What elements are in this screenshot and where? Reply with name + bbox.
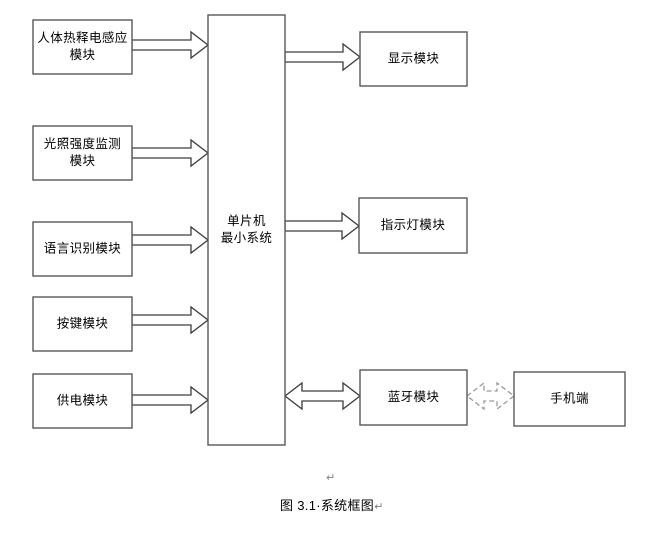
block-indicator-light-module[interactable]: 指示灯模块: [358, 197, 468, 254]
block-display-module[interactable]: 显示模块: [359, 31, 468, 87]
block-mobile-phone[interactable]: 手机端: [513, 371, 626, 427]
block-label: 供电模块: [57, 393, 109, 407]
block-label: 显示模块: [388, 51, 440, 65]
block-outline: [32, 221, 133, 277]
arrow-power-to-mcu: [131, 385, 210, 415]
block-label: 模块: [70, 48, 96, 62]
block-outline: [359, 31, 468, 87]
figure-caption-text: 图 3.1·系统框图: [280, 498, 375, 513]
block-outline: [513, 371, 626, 427]
block-label: 单片机: [227, 214, 266, 228]
block-speech-recognition[interactable]: 语言识别模块: [32, 221, 133, 277]
block-label: 手机端: [550, 391, 589, 405]
block-button-module[interactable]: 按键模块: [32, 296, 133, 352]
arrow-light-to-mcu: [131, 138, 210, 168]
block-label: 人体热释电感应: [37, 30, 127, 45]
block-label: 指示灯模块: [381, 217, 446, 232]
block-power-supply[interactable]: 供电模块: [32, 373, 133, 429]
block-label: 模块: [70, 154, 96, 168]
figure-caption: 图 3.1·系统框图↵: [0, 480, 648, 529]
block-label: 光照强度监测: [44, 136, 121, 151]
block-label: 按键模块: [57, 316, 109, 330]
blocks-layer: 人体热释电感应模块光照强度监测模块语言识别模块按键模块供电模块单片机最小系统显示…: [32, 14, 626, 446]
arrow-mcu-to-indicator: [284, 211, 361, 241]
block-outline: [32, 19, 133, 75]
block-outline: [32, 373, 133, 429]
block-label: 语言识别模块: [44, 241, 122, 255]
arrow-pyro-to-mcu: [131, 30, 210, 60]
block-bluetooth-module[interactable]: 蓝牙模块: [359, 369, 468, 426]
arrow-bluetooth-to-phone: [465, 381, 516, 411]
arrow-speech-to-mcu: [131, 225, 210, 255]
block-outline: [32, 296, 133, 352]
block-outline: [359, 369, 468, 426]
pilcrow-icon: ↵: [325, 472, 336, 484]
caption-paragraph-mark: ↵: [0, 459, 648, 496]
block-outline: [358, 197, 468, 254]
pilcrow-icon-end: ↵: [374, 501, 384, 513]
block-outline: [32, 125, 133, 181]
block-label: 蓝牙模块: [388, 390, 440, 404]
block-label: 最小系统: [221, 231, 273, 245]
block-outline: [207, 14, 286, 446]
arrow-mcu-to-bluetooth: [283, 381, 362, 411]
arrow-button-to-mcu: [131, 305, 210, 335]
arrow-mcu-to-display: [284, 42, 362, 72]
